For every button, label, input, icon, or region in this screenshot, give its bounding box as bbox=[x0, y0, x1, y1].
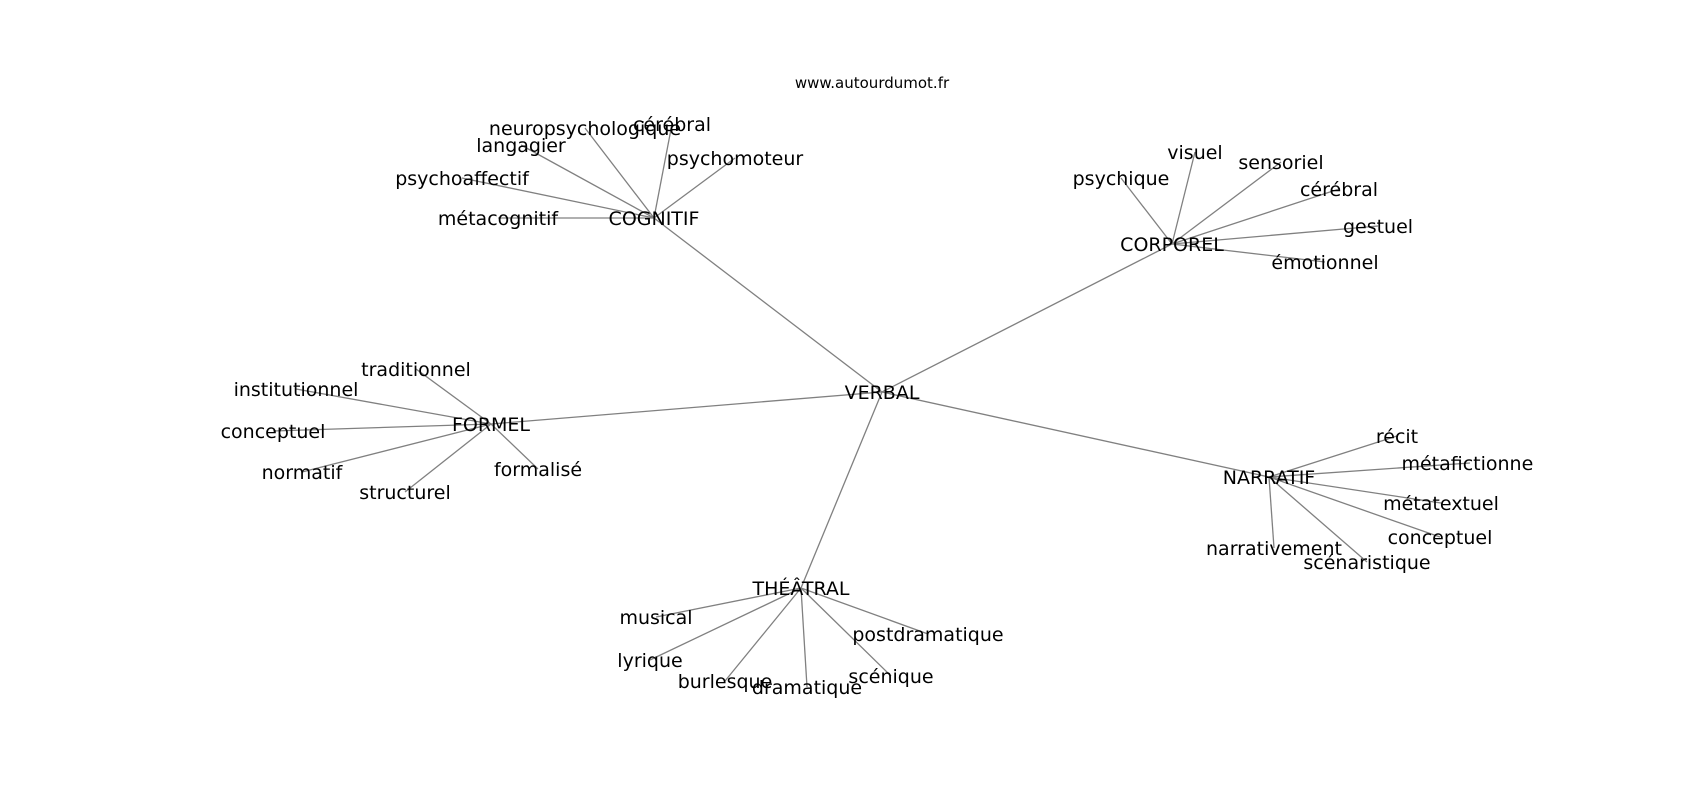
leaf-node-corporel-4: psychique bbox=[1073, 168, 1170, 190]
edge-theatral-5 bbox=[800, 587, 808, 688]
edge-cognitif-1 bbox=[653, 123, 673, 219]
edge-theatral-4 bbox=[724, 587, 802, 682]
leaf-node-theatral-2: lyrique bbox=[617, 650, 682, 672]
hub-node-theatral: THÉÂTRAL bbox=[751, 577, 849, 600]
edge-corporel-4 bbox=[1120, 177, 1173, 245]
leaf-node-theatral-0: musical bbox=[619, 607, 692, 629]
edge-theatral-2 bbox=[649, 587, 802, 661]
edge-formel-5 bbox=[490, 423, 539, 470]
edge-formel-3 bbox=[301, 423, 492, 473]
edge-narratif-0 bbox=[1268, 435, 1398, 478]
leaf-node-theatral-3: scénique bbox=[848, 666, 933, 688]
leaf-node-narratif-1: métafictionnel bbox=[1401, 453, 1538, 475]
leaf-node-corporel-5: émotionnel bbox=[1271, 252, 1378, 274]
leaf-node-cognitif-3: psychomoteur bbox=[667, 148, 804, 170]
leaf-node-formel-2: conceptuel bbox=[221, 421, 326, 443]
leaf-node-narratif-3: conceptuel bbox=[1388, 527, 1493, 549]
hub-node-cognitif: COGNITIF bbox=[609, 208, 700, 230]
edge-center-narratif bbox=[881, 391, 1270, 478]
edge-cognitif-0 bbox=[584, 127, 655, 219]
leaf-node-formel-3: normatif bbox=[262, 462, 344, 484]
leaf-node-cognitif-0: neuropsychologique bbox=[489, 118, 681, 140]
edge-narratif-2 bbox=[1268, 476, 1442, 504]
leaf-node-narratif-2: métatextuel bbox=[1383, 493, 1499, 515]
source-label: www.autourdumot.fr bbox=[795, 74, 950, 92]
center-node-label: VERBAL bbox=[845, 382, 920, 404]
edge-corporel-1 bbox=[1171, 161, 1282, 245]
edge-corporel-3 bbox=[1171, 225, 1379, 245]
leaf-node-theatral-4: burlesque bbox=[678, 671, 773, 693]
leaf-node-corporel-3: gestuel bbox=[1343, 216, 1413, 238]
edge-narratif-1 bbox=[1268, 462, 1471, 478]
edge-corporel-2 bbox=[1171, 188, 1340, 245]
edge-narratif-5 bbox=[1268, 476, 1368, 563]
leaf-node-formel-0: traditionnel bbox=[361, 359, 471, 381]
leaf-node-formel-5: formalisé bbox=[494, 459, 582, 481]
leaf-node-theatral-1: postdramatique bbox=[852, 624, 1003, 646]
edge-cognitif-2 bbox=[520, 144, 655, 219]
edge-formel-0 bbox=[415, 368, 492, 425]
edge-narratif-4 bbox=[1268, 476, 1275, 549]
edge-center-theatral bbox=[800, 391, 883, 589]
leaf-node-narratif-0: récit bbox=[1376, 426, 1418, 448]
hub-node-narratif: NARRATIF bbox=[1223, 467, 1316, 489]
leaf-node-formel-4: structurel bbox=[359, 482, 451, 504]
node-labels: VERBALCOGNITIFneuropsychologiquecérébral… bbox=[221, 114, 1538, 699]
leaf-node-corporel-0: visuel bbox=[1167, 142, 1222, 164]
hub-node-formel: FORMEL bbox=[452, 414, 530, 436]
hub-node-corporel: CORPOREL bbox=[1120, 234, 1224, 256]
leaf-node-cognitif-4: psychoaffectif bbox=[395, 168, 530, 190]
edge-theatral-0 bbox=[655, 587, 802, 618]
edge-center-corporel bbox=[881, 243, 1173, 393]
edge-narratif-3 bbox=[1268, 476, 1441, 538]
edge-formel-4 bbox=[404, 423, 492, 493]
edges bbox=[272, 123, 1471, 688]
leaf-node-corporel-1: sensoriel bbox=[1238, 152, 1323, 174]
leaf-node-cognitif-1: cérébral bbox=[633, 114, 711, 136]
edge-formel-1 bbox=[295, 388, 492, 425]
leaf-node-corporel-2: cérébral bbox=[1300, 179, 1378, 201]
leaf-node-formel-1: institutionnel bbox=[234, 379, 359, 401]
leaf-node-narratif-5: scénaristique bbox=[1303, 552, 1430, 574]
leaf-node-cognitif-5: métacognitif bbox=[438, 208, 559, 230]
leaf-node-narratif-4: narrativement bbox=[1206, 538, 1342, 560]
edge-theatral-3 bbox=[800, 587, 892, 677]
edge-corporel-5 bbox=[1171, 243, 1326, 263]
leaf-node-theatral-5: dramatique bbox=[752, 677, 862, 699]
edge-corporel-0 bbox=[1171, 151, 1196, 245]
edge-cognitif-3 bbox=[653, 157, 736, 219]
leaf-node-cognitif-2: langagier bbox=[476, 135, 566, 157]
edge-theatral-1 bbox=[800, 587, 929, 635]
edge-center-cognitif bbox=[653, 217, 883, 393]
edge-cognitif-4 bbox=[461, 177, 655, 219]
edge-formel-2 bbox=[272, 423, 492, 432]
edge-center-formel bbox=[490, 391, 883, 425]
